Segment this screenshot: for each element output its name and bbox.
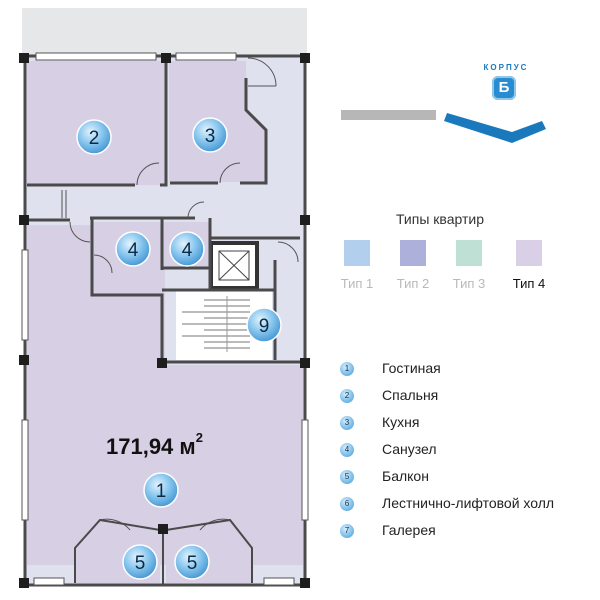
legend-item: 2 Спальня xyxy=(340,387,600,407)
apartment-type-1[interactable]: Тип 1 xyxy=(332,240,382,291)
room-number-text: 5 xyxy=(135,553,146,574)
elevator-car xyxy=(218,250,250,281)
apartment-type-2[interactable]: Тип 2 xyxy=(388,240,438,291)
apartment-type-label: Тип 2 xyxy=(396,276,430,291)
walls xyxy=(23,54,307,587)
legend-label: Галерея xyxy=(382,522,436,538)
legend-number-marker: 3 xyxy=(340,416,354,430)
apartment-type-4[interactable]: Тип 4 xyxy=(504,240,554,291)
legend-item: 6 Лестнично-лифтовой холл xyxy=(340,495,600,515)
apartment-area: 171,94 м2 xyxy=(106,430,203,460)
balcony-walls xyxy=(74,518,253,585)
room-number-text: 2 xyxy=(89,128,100,149)
legend-item: 7 Галерея xyxy=(340,522,600,542)
room-number-marker[interactable]: 5 xyxy=(174,544,210,580)
apartment-type-label: Тип 1 xyxy=(340,276,374,291)
building-label: КОРПУС xyxy=(483,63,529,72)
legend-label: Лестнично-лифтовой холл xyxy=(382,495,555,511)
room-number-text: 4 xyxy=(128,240,139,261)
room-number-marker[interactable]: 5 xyxy=(122,544,158,580)
apartment-type-swatch xyxy=(456,240,482,266)
room-number-marker[interactable]: 9 xyxy=(246,307,282,343)
apartment-type-3[interactable]: Тип 3 xyxy=(444,240,494,291)
legend-item: 3 Кухня xyxy=(340,414,600,434)
legend-number-marker: 2 xyxy=(340,389,354,403)
legend-number-marker: 5 xyxy=(340,470,354,484)
legend-number-marker: 1 xyxy=(340,362,354,376)
legend-label: Кухня xyxy=(382,414,420,430)
neighbor-block-icon xyxy=(341,110,436,120)
legend-number-marker: 6 xyxy=(340,497,354,511)
stairs xyxy=(182,296,250,352)
legend-number-marker: 4 xyxy=(340,443,354,457)
legend-label: Спальня xyxy=(382,387,439,403)
building-letter-badge: Б xyxy=(492,76,516,100)
room-number-text: 4 xyxy=(182,240,193,261)
area-value: 171,94 м xyxy=(106,434,196,459)
room-number-marker[interactable]: 4 xyxy=(115,231,151,267)
apartment-type-swatch xyxy=(344,240,370,266)
legend-label: Балкон xyxy=(382,468,429,484)
legend-label: Санузел xyxy=(382,441,437,457)
room-number-marker[interactable]: 1 xyxy=(143,472,179,508)
area-unit-superscript: 2 xyxy=(195,430,203,445)
room-number-text: 9 xyxy=(259,316,270,337)
room-number-marker[interactable]: 4 xyxy=(169,231,205,267)
room-living-main xyxy=(27,365,303,565)
windows xyxy=(21,52,309,586)
room-number-text: 5 xyxy=(187,553,198,574)
room-number-marker[interactable]: 3 xyxy=(192,117,228,153)
adjacent-structure xyxy=(22,8,307,54)
legend-item: 5 Балкон xyxy=(340,468,600,488)
legend-item: 4 Санузел xyxy=(340,441,600,461)
apartment-type-label: Тип 3 xyxy=(452,276,486,291)
apartment-type-label: Тип 4 xyxy=(512,276,546,291)
room-number-text: 3 xyxy=(205,126,216,147)
room-number-text: 1 xyxy=(156,481,167,502)
legend-number-marker: 7 xyxy=(340,524,354,538)
apartment-type-swatch xyxy=(516,240,542,266)
apartment-type-swatch xyxy=(400,240,426,266)
columns xyxy=(19,53,310,588)
legend-item: 1 Гостиная xyxy=(340,360,600,380)
room-number-marker[interactable]: 2 xyxy=(76,119,112,155)
elevator-cross xyxy=(218,250,250,281)
legend-label: Гостиная xyxy=(382,360,441,376)
apartment-types-title: Типы квартир xyxy=(396,211,484,227)
building-b-shape-icon xyxy=(444,113,546,143)
